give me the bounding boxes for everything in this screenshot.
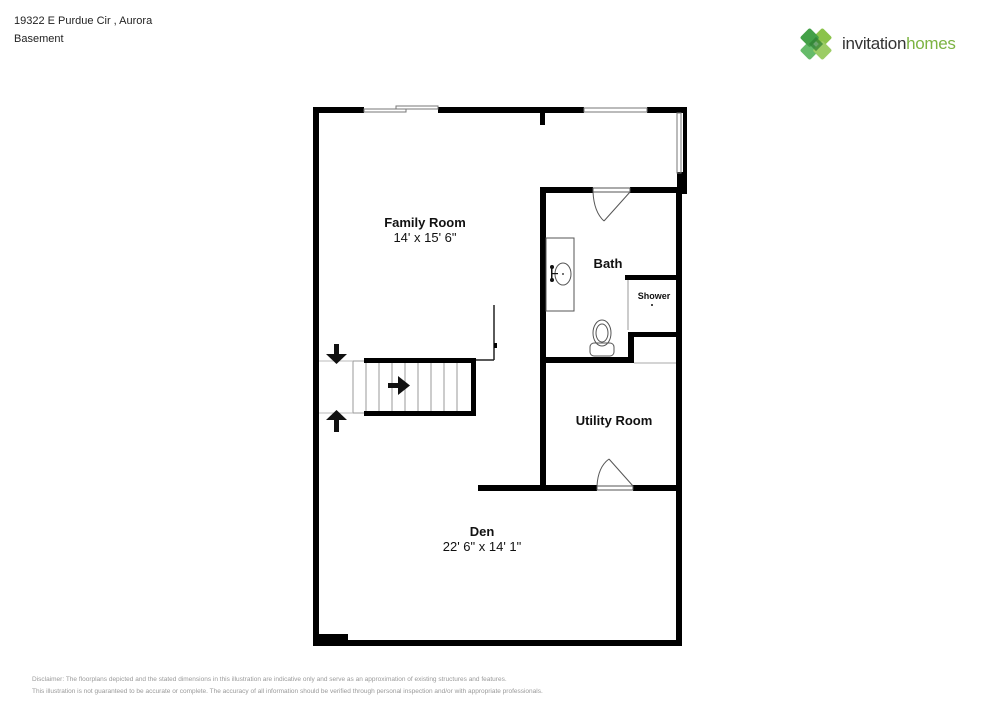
windows xyxy=(363,105,682,174)
clover-logo-icon xyxy=(800,28,832,60)
room-name: Family Room xyxy=(384,215,466,230)
company-logo: invitationhomes xyxy=(798,26,956,62)
room-family-room: Family Room 14' x 15' 6" xyxy=(384,215,466,245)
logo-word-homes: homes xyxy=(906,34,956,53)
property-address: 19322 E Purdue Cir , Aurora xyxy=(14,15,153,27)
vanity xyxy=(545,237,575,312)
room-utility-room: Utility Room xyxy=(576,413,653,428)
toilet-icon xyxy=(589,319,615,357)
shower-drain-icon xyxy=(651,304,653,306)
walls xyxy=(313,107,687,646)
disclaimer-line-2: This illustration is not guaranteed to b… xyxy=(32,688,543,695)
room-name: Den xyxy=(469,524,495,539)
stair-direction-arrows xyxy=(326,344,410,432)
room-shower: Shower xyxy=(638,291,671,301)
bath-door xyxy=(592,187,631,222)
room-dimensions: 14' x 15' 6" xyxy=(393,230,457,245)
room-name: Utility Room xyxy=(575,413,653,428)
room-den: Den 22' 6" x 14' 1" xyxy=(443,524,522,554)
logo-wordmark: invitationhomes xyxy=(842,34,956,54)
stairs xyxy=(319,360,458,414)
faucet-icon xyxy=(550,265,564,282)
room-name: Shower xyxy=(637,291,671,301)
room-bath: Bath xyxy=(594,256,623,271)
room-name: Bath xyxy=(593,256,623,271)
room-dimensions: 22' 6" x 14' 1" xyxy=(442,539,522,554)
logo-word-invitation: invitation xyxy=(842,34,907,53)
railing xyxy=(476,305,495,361)
floor-level: Basement xyxy=(14,33,64,45)
utility-door xyxy=(596,458,634,491)
disclaimer-line-1: Disclaimer: The floorplans depicted and … xyxy=(32,676,507,683)
